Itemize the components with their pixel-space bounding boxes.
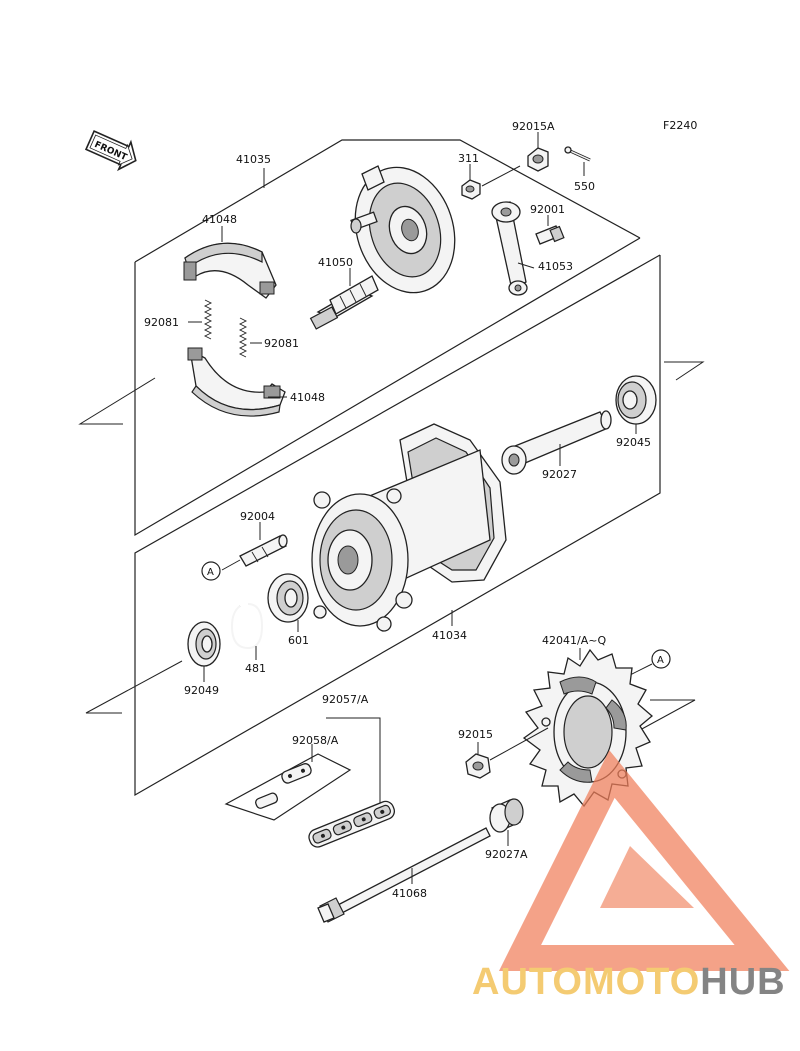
brake-cam [309,268,379,330]
callout-92057: 92057/A [322,693,369,706]
watermark-text-colored: AUTOMOTO [472,961,700,1003]
ref-marker-a-left: A [201,561,221,581]
collar-92004 [221,522,288,571]
callout-42041: 42041/A~Q [542,634,606,647]
callout-41034: 41034 [432,629,467,642]
collar-92027 [501,410,612,475]
nut-311 [461,164,521,200]
ref-marker-a-right: A [627,649,671,677]
brake-shoe-lower [187,347,287,417]
callout-labels: 41035 92015A 311 550 92001 41048 41050 4… [144,120,651,900]
spring-right [238,317,262,358]
callout-92015: 92015 [458,728,493,741]
callout-601: 601 [288,634,309,647]
upper-group-frame [134,139,641,537]
callout-41035: 41035 [236,153,271,166]
watermark-logo: AUTOMOTOHUB [472,750,790,1003]
oil-seal-92049 [187,621,221,682]
callout-92058: 92058/A [292,734,339,747]
callout-92027: 92027 [542,468,577,481]
callout-92001: 92001 [530,203,565,216]
bearing-92045 [615,375,657,434]
lower-group-frame [134,254,661,797]
axle-41068 [317,827,491,923]
watermark-text-plain: HUB [700,961,785,1003]
svg-text:AUTOMOTOHUB: AUTOMOTOHUB [472,961,786,1003]
spring-left [188,299,213,340]
nut-92015 [465,727,549,779]
chain-92057a [308,717,396,848]
pin-550 [564,146,591,176]
ref-marker-a-left-label: A [207,567,214,578]
callout-92081-right: 92081 [264,337,299,350]
washer-92015a [527,132,549,172]
callout-41050: 41050 [318,256,353,269]
front-arrow-icon: FRONT [84,130,137,172]
brake-shoe-upper [183,226,277,299]
callout-92027a: 92027A [485,848,528,861]
brake-arm [491,201,535,296]
callout-92004: 92004 [240,510,275,523]
axle-centerlines [78,361,705,731]
collar-92027a [489,798,524,846]
brake-panel [350,165,456,294]
callout-41048-bottom: 41048 [290,391,325,404]
callout-481: 481 [245,662,266,675]
chain-joint-92058a [224,744,352,821]
bearing-601 [267,573,309,632]
callout-311: 311 [458,152,479,165]
callout-41068: 41068 [392,887,427,900]
callout-92081-left: 92081 [144,316,179,329]
rear-hub [311,423,507,632]
callout-92045: 92045 [616,436,651,449]
ref-marker-a-right-label: A [657,655,664,666]
callout-41048-top: 41048 [202,213,237,226]
callout-92015a: 92015A [512,120,555,133]
callout-550: 550 [574,180,595,193]
figure-code: F2240 [663,119,697,132]
callout-41053: 41053 [538,260,573,273]
circlip-481 [230,603,264,660]
bolt-92001 [535,215,565,245]
callout-92049: 92049 [184,684,219,697]
